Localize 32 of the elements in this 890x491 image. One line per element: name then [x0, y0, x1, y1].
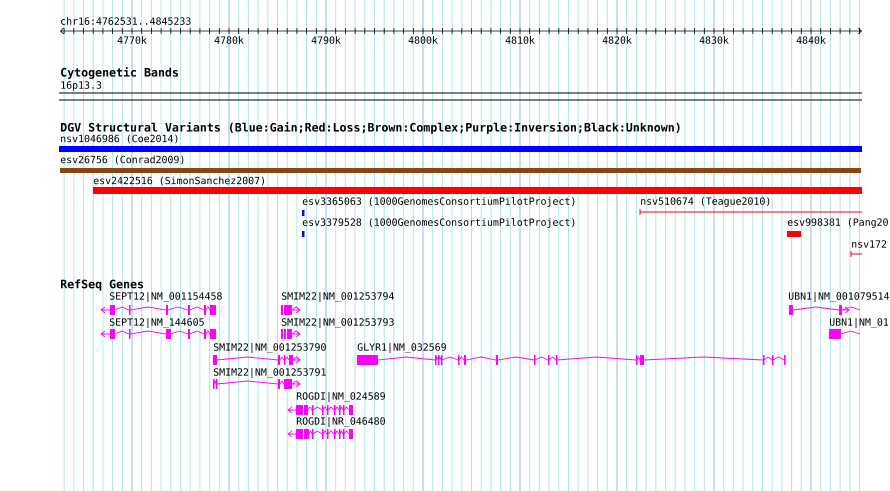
feature-label: SMIM22|NM_001253791 [214, 368, 326, 378]
feature-label: SMIM22|NM_001253790 [214, 343, 326, 353]
feature-label: SMIM22|NM_001253793 [282, 318, 394, 328]
tick-label: 4830k [700, 36, 729, 44]
tick-label: 4820k [602, 36, 632, 44]
tick-label: 4770k [118, 36, 147, 44]
feature-label: nsv172 [852, 240, 886, 248]
position-label: chr16:4762531..4845233 [61, 17, 191, 25]
feature-label: SMIM22|NM_001253794 [282, 292, 394, 302]
track-title: Cytogenetic Bands [61, 67, 178, 79]
feature-label: SEPT12|NM_144605 [110, 318, 204, 328]
feature-label: esv3379528 (1000GenomesConsortiumPilotProject) [302, 218, 574, 228]
tick-label: 4800k [408, 36, 438, 44]
track-title: RefSeq Genes [60, 279, 144, 291]
tick-label: 4780k [214, 36, 244, 44]
feature-label: esv998381 (Pang20 [788, 218, 888, 228]
feature-label: nsv510674 (Teague2010) [641, 197, 770, 207]
feature-label: esv3365063 (1000GenomesConsortiumPilotProject) [302, 197, 574, 207]
track-title: DGV Structural Variants (Blue:Gain;Red:Loss;Brown:Complex;Purple:Inversion;Black:Unknown) [61, 122, 680, 134]
tick-label: 4810k [506, 36, 535, 44]
feature-label: UBN1|NM_001079514 [788, 292, 890, 302]
band-label: 16p13.3 [61, 81, 102, 91]
feature-label: ROGDI|NR_046480 [296, 417, 385, 427]
feature-label: GLYR1|NM_032569 [358, 343, 446, 353]
feature-label: ROGDI|NM_024589 [296, 392, 385, 402]
tick-label: 4840k [796, 36, 826, 44]
feature-label: UBN1|NM_01 [830, 318, 888, 328]
tick-label: 4790k [312, 36, 341, 44]
feature-label: esv26756 (Conrad2009) [60, 156, 184, 164]
feature-label: SEPT12|NM_001154458 [110, 292, 222, 302]
feature-label: nsv1046986 (Coe2014) [61, 134, 178, 144]
feature-label: esv2422516 (SimonSanchez2007) [94, 176, 264, 186]
